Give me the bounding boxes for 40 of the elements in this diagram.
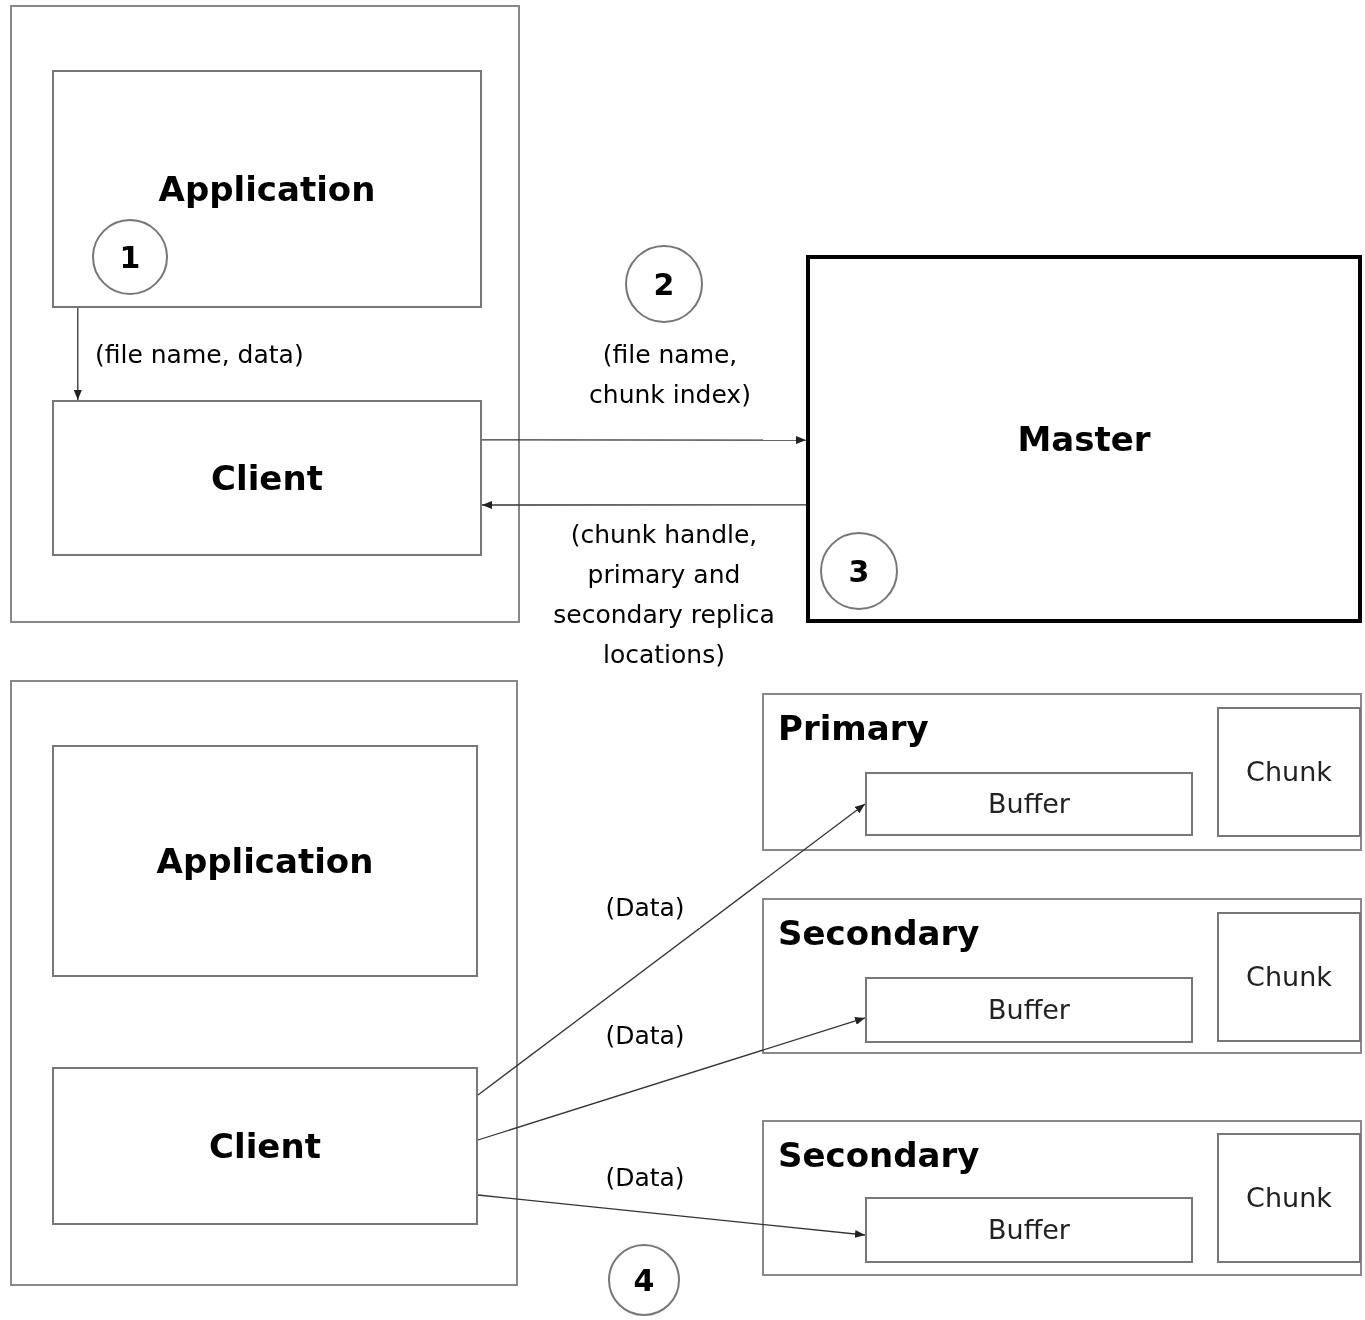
step-number: 1 — [119, 238, 141, 277]
node-label: Client — [209, 1124, 321, 1168]
component-box — [865, 1197, 1193, 1263]
process-box — [52, 400, 482, 556]
step-number: 2 — [653, 265, 675, 304]
node-label: Application — [158, 167, 376, 211]
chunkserver-box — [762, 1120, 1362, 1276]
arrow — [481, 436, 807, 445]
process-box — [52, 70, 482, 308]
node-label: Chunk — [1246, 959, 1332, 994]
arrow — [73, 307, 82, 401]
component-box — [1217, 912, 1361, 1042]
component-box — [1217, 1133, 1361, 1263]
node-label: Buffer — [988, 786, 1070, 821]
node-label: Chunk — [1246, 1180, 1332, 1215]
node-label: Buffer — [988, 1212, 1070, 1247]
server-heading: Primary — [778, 707, 929, 750]
chunkserver-box — [762, 693, 1362, 851]
client-machine-frame — [10, 5, 520, 623]
client-machine-frame — [10, 680, 518, 1286]
server-heading: Secondary — [778, 912, 980, 955]
process-box — [52, 745, 478, 977]
node-label: Chunk — [1246, 754, 1332, 789]
component-box — [1217, 707, 1361, 837]
chunkserver-box — [762, 898, 1362, 1054]
node-label: Application — [156, 839, 374, 883]
node-label: Client — [211, 456, 323, 500]
arrow — [477, 1194, 866, 1238]
master-box — [806, 255, 1362, 623]
server-heading: Secondary — [778, 1134, 980, 1177]
step-number: 3 — [848, 552, 870, 591]
node-label: Buffer — [988, 992, 1070, 1027]
process-box — [52, 1067, 478, 1225]
arrow — [481, 501, 807, 509]
step-number: 4 — [633, 1261, 655, 1300]
node-label: Master — [1017, 417, 1151, 461]
component-box — [865, 772, 1193, 836]
arrow — [477, 803, 866, 1096]
component-box — [865, 977, 1193, 1043]
arrow — [477, 1017, 866, 1141]
